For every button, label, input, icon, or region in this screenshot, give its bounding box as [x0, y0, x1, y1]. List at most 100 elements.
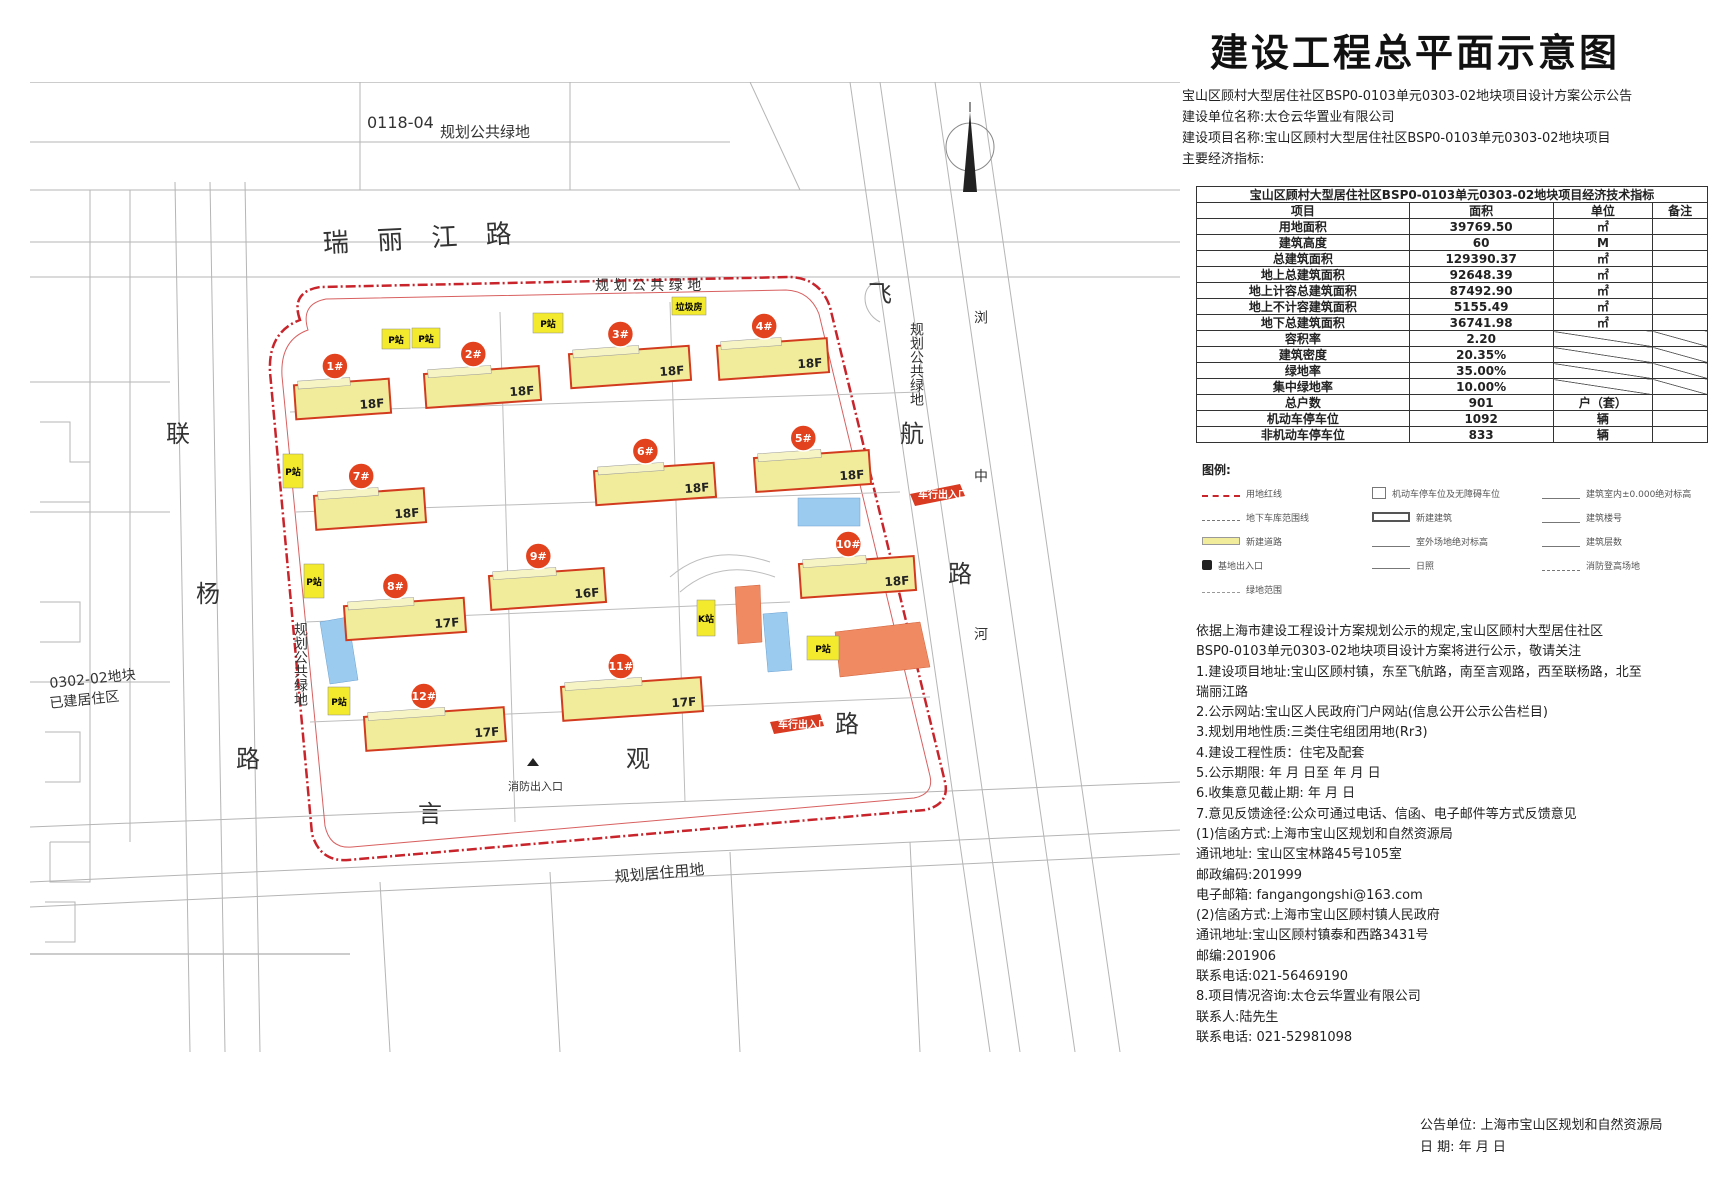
k-station-label: K站	[698, 613, 714, 625]
building-number: 6#	[637, 445, 654, 458]
p-station-label: P站	[331, 696, 347, 708]
building-core	[297, 377, 351, 390]
legend-symbol-icon	[1372, 535, 1410, 547]
notice-line: 3.规划用地性质:三类住宅组团用地(Rr3)	[1196, 725, 1428, 741]
table-cell-unit: 户（套）	[1552, 394, 1654, 411]
p-station-label: P站	[540, 318, 556, 330]
building-floors: 18F	[394, 506, 420, 522]
land-use-label: 规划居住用地	[614, 860, 705, 886]
garbage-room-label: 垃圾房	[675, 301, 702, 313]
notice-line: 2.公示网站:宝山区人民政府门户网站(信息公开公示公告栏目)	[1196, 705, 1548, 721]
fire-entrance-label: 消防出入口	[508, 779, 563, 793]
table-cell-unit: ㎡	[1552, 250, 1654, 267]
building-number: 8#	[387, 580, 404, 593]
notice-line: 1.建设项目地址:宝山区顾村镇，东至飞航路，南至言观路，西至联杨路，北至	[1196, 664, 1642, 680]
legend-item: 绿地范围	[1202, 581, 1282, 597]
green-label: 规划公共绿地	[440, 123, 530, 141]
table-cell-note	[1652, 250, 1708, 267]
map-labels: 0118-04 规划公共绿地 0118-05 0302-02地块 已建居住区 规…	[49, 113, 988, 886]
legend-symbol-icon	[1202, 560, 1212, 570]
buildings-layer: 18F1#18F2#18F3#18F4#18F5#18F6#18F7#17F8#…	[292, 312, 918, 752]
notice-line: (1)信函方式:上海市宝山区规划和自然资源局	[1196, 826, 1453, 842]
building-core	[564, 677, 643, 691]
building: 17F	[559, 676, 705, 722]
table-cell-value: 87492.90	[1408, 282, 1554, 299]
building-floors: 16F	[574, 585, 600, 601]
table-cell-note	[1652, 234, 1708, 251]
footer-line: 日 期: 年 月 日	[1420, 1140, 1506, 1155]
inner-boundary	[281, 289, 932, 848]
table-cell-unit: ㎡	[1552, 282, 1654, 299]
building-number-badge	[321, 352, 349, 380]
legend-item: 基地出入口	[1202, 557, 1263, 573]
building: 16F	[487, 566, 608, 612]
building-floors: 18F	[884, 573, 910, 589]
legend-item: 新建道路	[1202, 533, 1282, 549]
info-panel: 宝山区顾村大型居住社区BSP0-0103单元0303-02地块项目设计方案公示公…	[1182, 86, 1712, 1186]
building-floors: 18F	[509, 383, 535, 399]
header-line: 建设项目名称:宝山区顾村大型居住社区BSP0-0103单元0303-02地块项目	[1182, 131, 1611, 146]
table-cell-unit: ㎡	[1552, 218, 1654, 235]
table-cell-unit	[1552, 346, 1654, 363]
table-cell-value: 833	[1408, 426, 1554, 443]
table-cell-value: 901	[1408, 394, 1554, 411]
table-cell-item: 地下总建筑面积	[1196, 314, 1410, 331]
road-label-west: 联 杨 路	[166, 420, 260, 773]
building-core	[802, 555, 867, 569]
site-red-line	[268, 275, 948, 862]
notice-line: 4.建设工程性质：住宅及配套	[1196, 745, 1365, 761]
legend-label: 用地红线	[1246, 489, 1283, 500]
table-cell-value: 36741.98	[1408, 314, 1554, 331]
table-cell-note	[1652, 330, 1708, 347]
table-header-row: 项目面积单位备注	[1196, 202, 1708, 219]
header-line: 建设单位名称:太仓云华置业有限公司	[1182, 110, 1395, 125]
table-cell-note	[1652, 282, 1708, 299]
building-number-badge	[459, 340, 488, 368]
building-core	[572, 345, 640, 359]
table-cell-value: 10.00%	[1408, 378, 1554, 395]
facility-markers: P站 P站 P站 垃圾房 P站 P站 P站 K站 P站	[282, 296, 840, 716]
table-cell-item: 集中绿地率	[1196, 378, 1410, 395]
table-cell-value: 2.20	[1408, 330, 1554, 347]
river-label: 浏 中 河	[972, 310, 988, 711]
building-number: 10#	[836, 538, 861, 551]
legend-item: 消防登高场地	[1542, 557, 1640, 573]
table-cell-note	[1652, 314, 1708, 331]
legend-label: 建筑层数	[1586, 537, 1623, 548]
building-number: 4#	[756, 320, 773, 333]
building: 18F	[797, 554, 918, 600]
building: 18F	[422, 364, 543, 410]
building-floors: 18F	[359, 396, 385, 412]
building-floors: 17F	[671, 695, 697, 711]
building-number-badge	[410, 682, 438, 710]
table-cell-unit: ㎡	[1552, 298, 1654, 315]
announcement-header: 宝山区顾村大型居住社区BSP0-0103单元0303-02地块项目设计方案公示公…	[1182, 86, 1712, 170]
economic-indicators-table: 宝山区顾村大型居住社区BSP0-0103单元0303-02地块项目经济技术指标 …	[1196, 186, 1708, 443]
building-core	[492, 567, 557, 581]
table-cell-unit	[1552, 378, 1654, 395]
legend-item: 建筑层数	[1542, 533, 1622, 549]
green-label-east: 规划公共绿地	[908, 322, 924, 406]
legend-symbol-icon	[1202, 537, 1240, 545]
notice-line: 8.项目情况咨询:太仓云华置业有限公司	[1196, 989, 1421, 1005]
building: 18F	[292, 377, 393, 421]
table-cell-item: 用地面积	[1196, 218, 1410, 235]
building-number: 7#	[353, 470, 370, 483]
legend-label: 室外场地绝对标高	[1416, 537, 1489, 548]
building-number-badge	[750, 312, 778, 340]
building-core	[347, 597, 415, 611]
site-plan-svg: P站 P站 P站 垃圾房 P站 P站 P站 K站 P站 18F1#18F2#18…	[30, 82, 1180, 1052]
vehicle-entrance-label: 车行出入口	[918, 488, 968, 501]
notice-line: 依据上海市建设工程设计方案规划公示的规定,宝山区顾村大型居住社区	[1196, 624, 1604, 639]
building: 17F	[342, 596, 468, 642]
legend-symbol-icon	[1542, 487, 1580, 499]
notice-line: 联系电话:021-56469190	[1196, 969, 1349, 985]
building-number-badge	[631, 437, 660, 465]
